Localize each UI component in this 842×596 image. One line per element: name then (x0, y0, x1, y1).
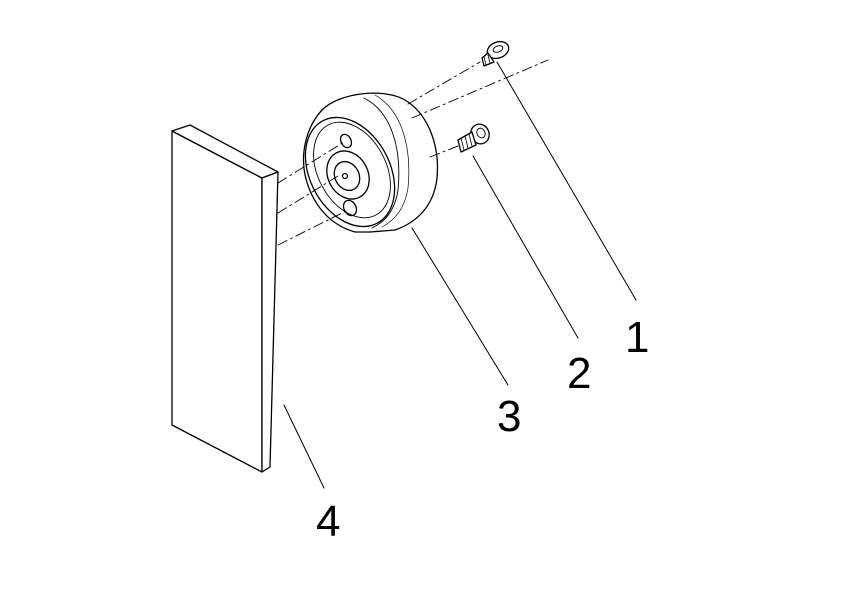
fixing-screw-head-recess (492, 45, 504, 53)
set-screw-thread (460, 133, 473, 151)
set-screw-shank (457, 131, 477, 153)
axis-line-top (277, 141, 345, 184)
rosette-side-ridge (363, 97, 400, 229)
axis-line-center-rear (411, 59, 549, 119)
rosette-chamfer-ring (313, 121, 391, 219)
plate-part (171, 124, 279, 473)
fixing-screw-thread (483, 54, 491, 66)
leader-line-2 (472, 155, 579, 339)
axis-line-lower (277, 209, 349, 246)
axis-line-top-rear (407, 61, 481, 105)
callout-1-label: 1 (625, 313, 650, 362)
rosette-lower-hole (342, 199, 358, 217)
leader-line-1 (496, 61, 637, 301)
leader-lines (283, 61, 637, 489)
callout-4-label: 4 (316, 497, 341, 546)
assembly-axis-lines (277, 59, 549, 246)
rosette-center-hole (341, 172, 349, 180)
callout-2-label: 2 (567, 349, 592, 398)
rosette-side-outline (302, 109, 371, 233)
set-screw-part (457, 123, 490, 153)
callout-3-label: 3 (497, 392, 522, 441)
rosette-body-part (302, 92, 439, 233)
axis-line-center (277, 175, 339, 214)
fixing-screw-part (481, 40, 510, 67)
plate-front-face (171, 130, 263, 473)
leader-line-4 (283, 404, 325, 489)
leader-line-3 (411, 227, 509, 386)
rosette-center-hub-outer (326, 150, 370, 200)
fixing-screw-shank (481, 52, 495, 67)
rosette-side-ridge-2 (374, 94, 410, 228)
plate-side-face (261, 171, 279, 473)
set-screw-head-recess (476, 127, 486, 139)
rosette-center-hub-inner (333, 160, 361, 192)
axis-line-setscrew (429, 145, 459, 158)
